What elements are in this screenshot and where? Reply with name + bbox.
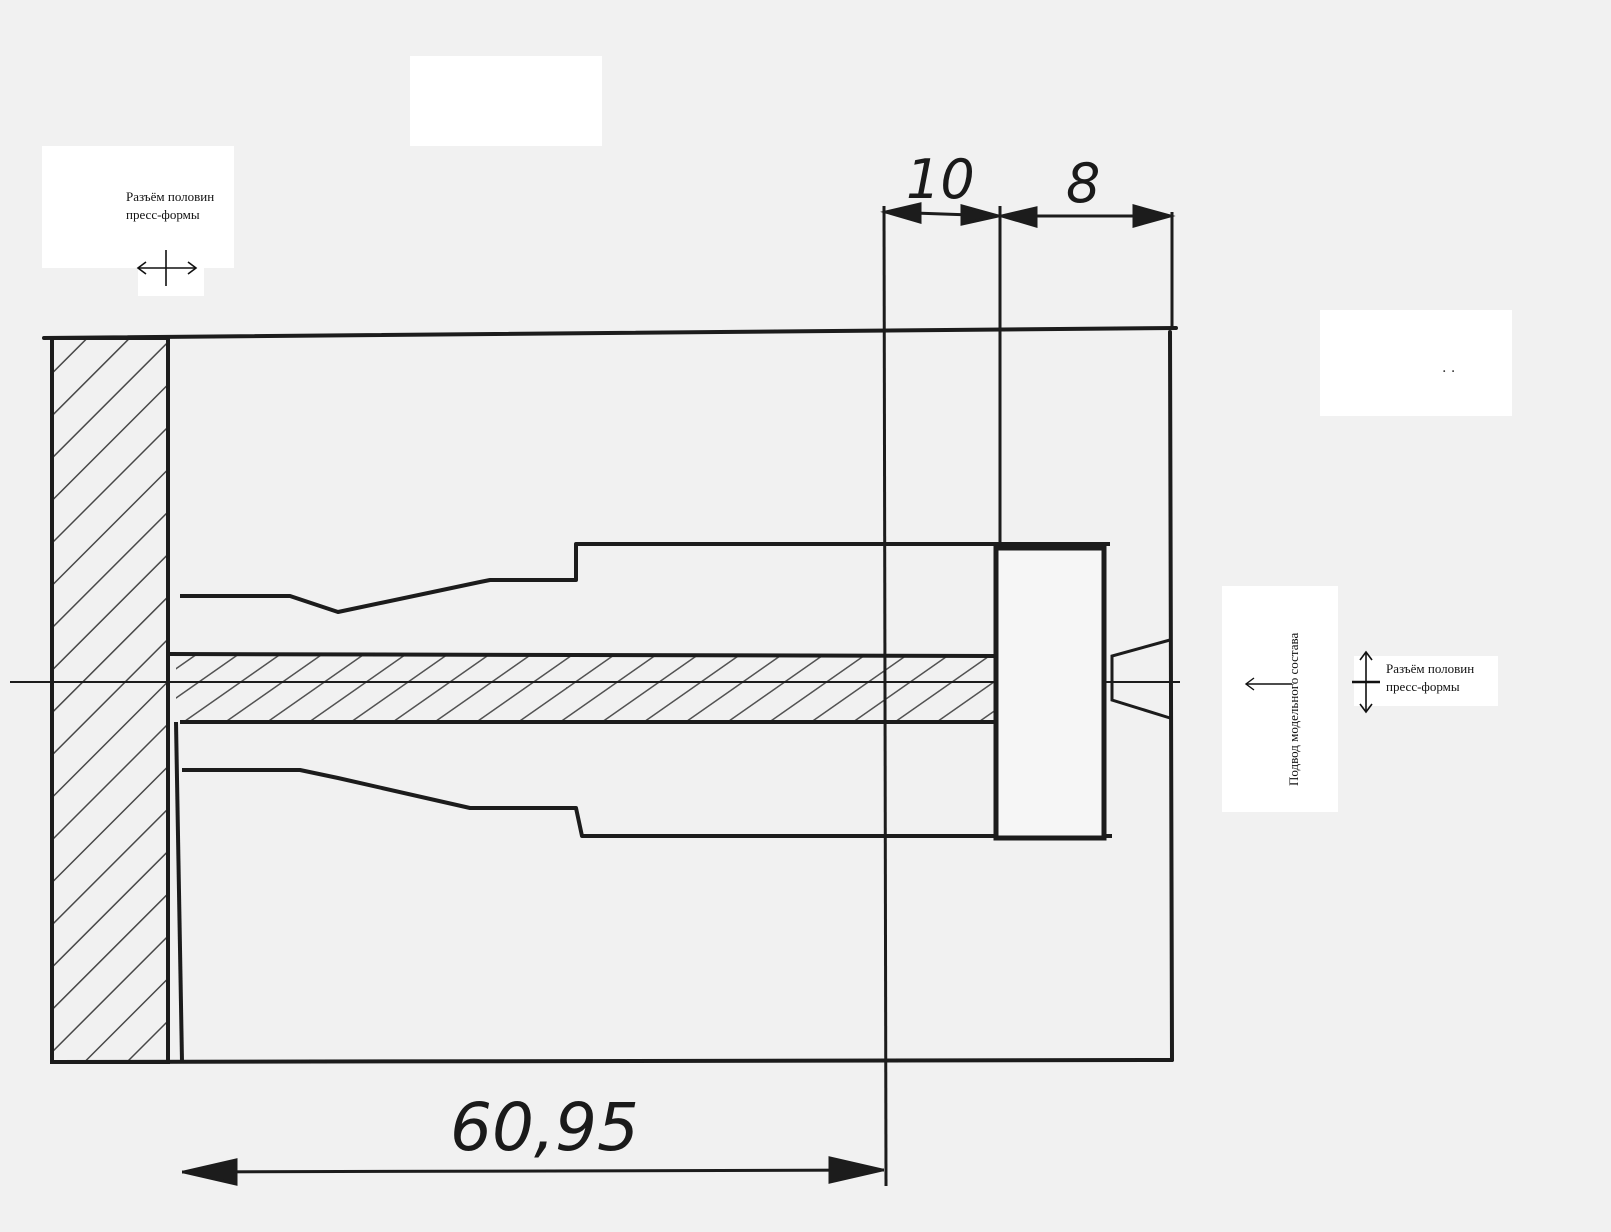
parting-line-cross-icon: [136, 250, 198, 286]
feed-label: Подвод модельного состава: [1286, 632, 1301, 786]
blank-patch-right: [1320, 310, 1512, 416]
parting-label-top-line2: пресс-формы: [126, 207, 200, 222]
upper-cavity-contour: [180, 542, 1110, 614]
central-sprue: [169, 652, 997, 724]
blank-patch-right-dots: . .: [1442, 360, 1455, 376]
top-dimension-lines: [880, 202, 1176, 229]
blank-patch-top: [410, 56, 602, 146]
feeder-block: [993, 545, 1107, 841]
parting-line-vertical-arrow-icon: [1352, 650, 1380, 714]
dimension-feeder-length: 8: [1066, 152, 1100, 215]
dimension-gate-length: 10: [906, 148, 975, 211]
feed-arrow-icon: [1244, 677, 1292, 691]
mold-end-wall: [50, 336, 170, 1064]
mold-outline: [42, 326, 1178, 1064]
parting-label-right-line1: Разъём половин: [1386, 661, 1475, 676]
cavity-left-wall: [166, 338, 184, 1063]
feed-label-box: [1222, 586, 1338, 812]
parting-label-top-line1: Разъём половин: [126, 189, 215, 204]
bottom-dimension-line: [181, 1156, 885, 1186]
dimension-overall-length: 60,95: [450, 1089, 639, 1166]
lower-cavity-contour: [182, 768, 1112, 838]
injection-nozzle: [1110, 638, 1171, 720]
dimension-extension-lines: [882, 205, 1174, 1187]
parting-label-right-line2: пресс-формы: [1386, 679, 1460, 694]
